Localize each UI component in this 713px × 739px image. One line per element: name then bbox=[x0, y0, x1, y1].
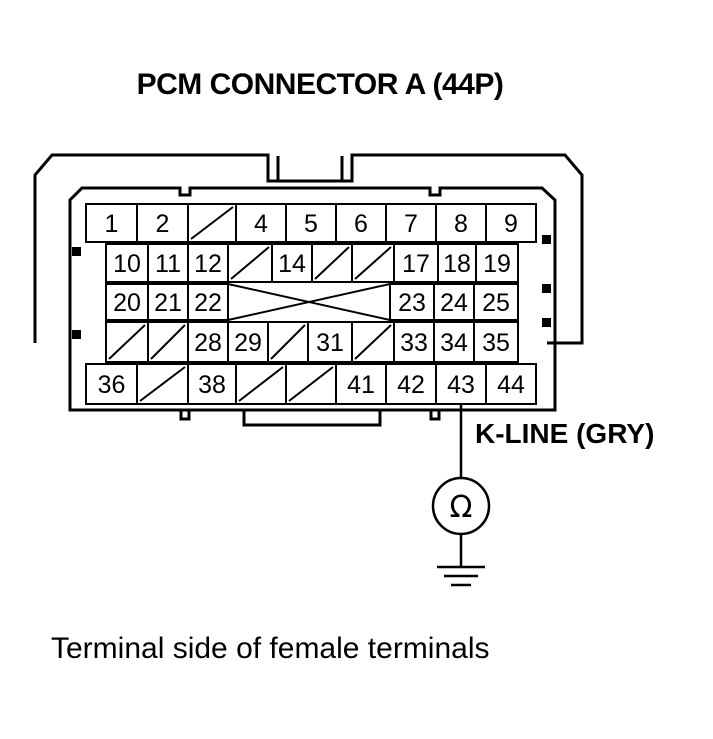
ohm-symbol: Ω bbox=[450, 490, 473, 525]
terminal-number: 21 bbox=[154, 289, 182, 317]
terminal-number: 22 bbox=[194, 289, 222, 317]
terminal-cavity bbox=[335, 363, 387, 405]
terminal-number: 17 bbox=[402, 250, 430, 278]
terminal-number: 18 bbox=[443, 250, 471, 278]
terminal-number: 1 bbox=[105, 210, 119, 238]
terminal-number: 9 bbox=[504, 210, 518, 238]
terminal-cavity bbox=[435, 203, 487, 243]
terminal-number: 2 bbox=[156, 210, 170, 238]
probe-label: K-LINE (GRY) bbox=[475, 418, 655, 449]
terminal-number: 7 bbox=[404, 210, 418, 238]
terminal-cavity bbox=[187, 321, 229, 363]
blank-cavity-slash bbox=[238, 366, 284, 402]
terminal-number: 12 bbox=[194, 250, 222, 278]
terminal-cavity bbox=[437, 243, 477, 283]
terminal-number: 29 bbox=[234, 329, 262, 357]
connector-housing bbox=[33, 153, 584, 427]
terminal-number: 38 bbox=[198, 371, 226, 399]
diagram-caption: Terminal side of female terminals bbox=[51, 632, 490, 665]
blank-cavity-slash bbox=[139, 366, 186, 402]
housing-latches bbox=[72, 235, 551, 339]
blank-cavity-slash bbox=[354, 324, 392, 360]
terminal-number: 23 bbox=[398, 289, 426, 317]
terminal-number: 33 bbox=[400, 329, 428, 357]
terminal-number: 10 bbox=[113, 250, 141, 278]
terminal-number: 34 bbox=[440, 329, 468, 357]
terminal-cavity bbox=[433, 283, 475, 321]
blank-cavity-slash bbox=[230, 246, 270, 280]
terminal-cavity bbox=[136, 203, 189, 243]
terminal-cavity bbox=[485, 203, 537, 243]
blank-cavity-slash bbox=[270, 324, 306, 360]
terminal-number: 20 bbox=[113, 289, 141, 317]
blank-cavity-slash bbox=[108, 324, 146, 360]
terminal-cavity bbox=[187, 283, 229, 321]
terminal-cavity bbox=[435, 363, 487, 405]
terminal-cavity bbox=[433, 321, 475, 363]
terminal-cavity bbox=[187, 243, 229, 283]
terminal-cavity bbox=[335, 203, 387, 243]
terminal-cavity bbox=[307, 321, 353, 363]
blank-cavity-slash bbox=[150, 324, 186, 360]
terminal-number: 11 bbox=[155, 250, 181, 278]
terminal-number: 41 bbox=[347, 371, 375, 399]
terminal-number: 24 bbox=[440, 289, 468, 317]
terminal-number: 14 bbox=[278, 250, 306, 278]
blank-cavity-slash bbox=[190, 206, 234, 240]
terminal-cavity bbox=[147, 283, 189, 321]
terminal-number: 36 bbox=[98, 371, 126, 399]
terminal-cavity bbox=[473, 283, 519, 321]
terminal-number: 43 bbox=[447, 371, 475, 399]
blank-cavity-cross bbox=[227, 283, 391, 321]
terminal-number: 8 bbox=[454, 210, 468, 238]
ohmmeter-probe bbox=[431, 405, 491, 587]
terminal-number: 25 bbox=[482, 289, 510, 317]
terminal-number: 28 bbox=[194, 329, 222, 357]
terminal-number: 35 bbox=[482, 329, 510, 357]
terminal-number: 42 bbox=[397, 371, 425, 399]
ground-icon bbox=[437, 565, 485, 587]
terminal-number: 4 bbox=[254, 210, 268, 238]
terminal-number: 31 bbox=[316, 329, 344, 357]
terminal-cavity bbox=[271, 243, 313, 283]
terminal-cavity bbox=[147, 243, 189, 283]
blank-cavity-slash bbox=[354, 246, 392, 280]
blank-cavity-slash bbox=[314, 246, 350, 280]
terminal-number: 44 bbox=[497, 371, 525, 399]
terminal-cavity bbox=[473, 321, 519, 363]
blank-cavity-slash bbox=[288, 366, 334, 402]
terminal-number: 6 bbox=[354, 210, 368, 238]
terminal-number: 5 bbox=[304, 210, 318, 238]
terminal-cavity bbox=[85, 363, 138, 405]
terminal-number: 19 bbox=[483, 250, 511, 278]
diagram-title: PCM CONNECTOR A (44P) bbox=[136, 68, 504, 101]
terminal-cavity bbox=[475, 243, 519, 283]
terminal-cavity bbox=[485, 363, 537, 405]
